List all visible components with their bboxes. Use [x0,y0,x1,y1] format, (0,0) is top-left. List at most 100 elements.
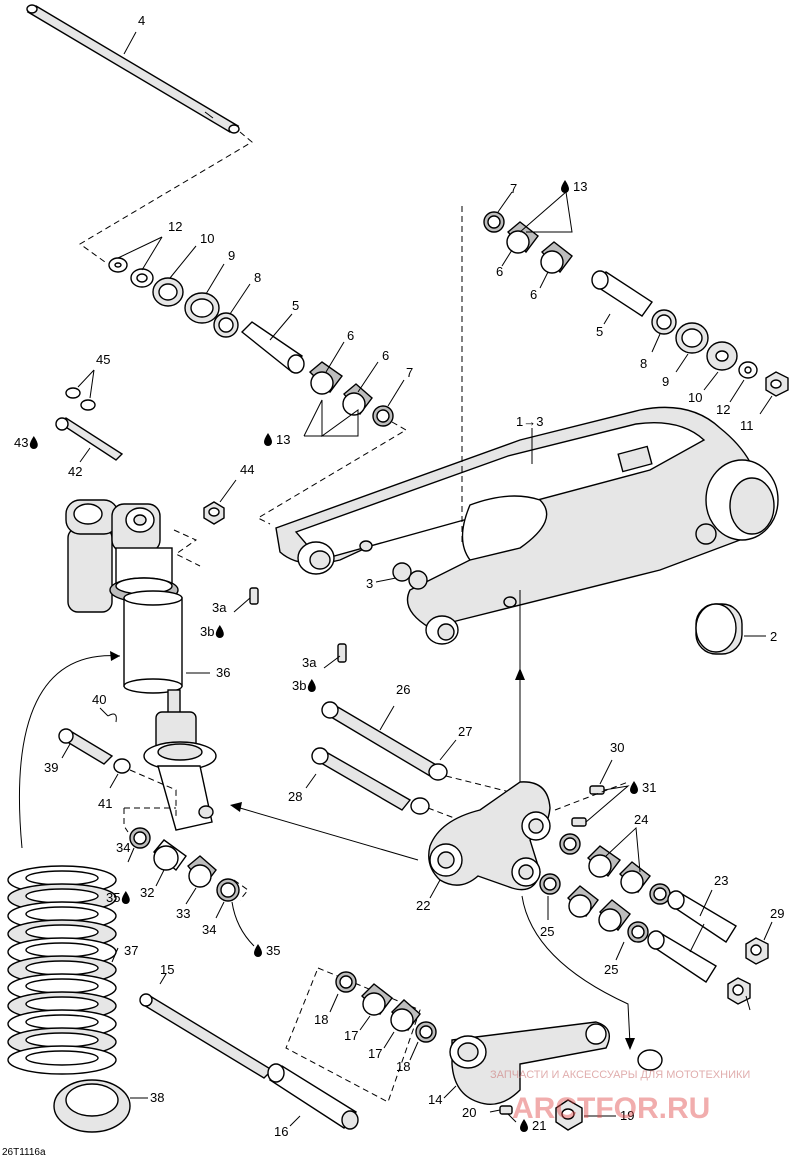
grease-drop-icon [264,433,272,446]
callout-35a: 35 [106,890,120,905]
fitting-30b [571,817,587,827]
callout-3a1: 3a [212,600,227,615]
callout-40: 40 [92,692,106,707]
callout-6d: 6 [530,287,537,302]
cap-2 [695,603,743,655]
callout-44: 44 [240,462,254,477]
callout-5a: 5 [292,298,299,313]
bolt-39 [58,728,114,765]
callout-26: 26 [396,682,410,697]
callout-17a: 17 [344,1028,358,1043]
callout-25b: 25 [604,962,618,977]
spring-coil-inner [25,888,99,904]
callout-8b: 8 [640,356,647,371]
callout-22: 22 [416,898,430,913]
callout-5b: 5 [596,324,603,339]
ring-45a [65,387,81,399]
callout-18b: 18 [396,1059,410,1074]
callout-34b: 34 [202,922,216,937]
callout-20: 20 [462,1105,476,1120]
grease-drop-icon [254,944,262,957]
callout-10a: 10 [200,231,214,246]
washer-41 [113,758,131,774]
callout-25a: 25 [540,924,554,939]
spring-coil-inner [25,870,99,886]
callout-19: 19 [620,1108,634,1123]
callout-14: 14 [428,1092,442,1107]
callout-11: 11 [740,418,754,433]
callout-3b2: 3b [292,678,306,693]
callout-6a: 6 [347,328,354,343]
spring-seat-38 [53,1079,131,1133]
callout-28: 28 [288,789,302,804]
spring-coil-inner [25,906,99,922]
callout-3b1: 3b [200,624,214,639]
callout-6b: 6 [382,348,389,363]
fitting-3a-upper [249,587,259,605]
shock-lower-stack [129,827,240,902]
grease-drop-icon [215,625,224,638]
rocker-right-stack [539,833,769,1005]
pin-42 [55,417,124,461]
grease-drop-icon [630,781,638,794]
callout-10b: 10 [688,390,702,405]
sleeve-16 [267,1063,359,1130]
grease-drop-icon [561,180,569,193]
ring-45b [80,399,96,411]
callout-30: 30 [610,740,624,755]
callout-12a: 12 [168,219,182,234]
nut-19 [555,1099,583,1131]
fitting-20 [499,1105,513,1115]
spring-coil-inner [25,996,99,1012]
callout-41: 41 [98,796,112,811]
callout-16: 16 [274,1124,288,1139]
watermark: ЗАПЧАСТИ И АКСЕССУАРЫ ДЛЯ МОТОТЕХНИКИ AR… [490,1069,750,1125]
spring-37 [7,865,117,1075]
cotter-pin-40 [107,713,117,723]
callout-29: 29 [770,906,784,921]
callout-27: 27 [458,724,472,739]
bushing-3 [392,562,428,590]
spring-coil-inner [25,1014,99,1030]
fitting-30a [589,785,605,795]
pivot-stack-17-18 [335,971,437,1043]
callout-42: 42 [68,464,82,479]
diagram-code: 26T1116a [2,1147,46,1158]
callout-45: 45 [96,352,110,367]
spring-coil-inner [25,942,99,958]
callout-2: 2 [770,629,777,644]
callout-37: 37 [124,943,138,958]
callout-7a: 7 [406,365,413,380]
spring-coil-inner [25,960,99,976]
washer-27 [428,763,448,781]
callout-15: 15 [160,962,174,977]
right-pivot-stack [483,211,789,397]
shaft-4 [26,4,240,134]
callout-12b: 12 [716,402,730,417]
callout-23: 23 [714,873,728,888]
bolt-26 [321,701,440,777]
left-pivot-stack [108,257,394,427]
callout-32: 32 [140,885,154,900]
callout-8a: 8 [254,270,261,285]
callout-13b: 13 [573,179,587,194]
bolt-28 [311,747,412,811]
grease-drop-icon [307,679,316,692]
watermark-subtitle: ЗАПЧАСТИ И АКСЕССУАРЫ ДЛЯ МОТОТЕХНИКИ [490,1069,750,1081]
callout-1: 1→3 [516,414,543,429]
callout-9a: 9 [228,248,235,263]
callout-7b: 7 [510,181,517,196]
callout-39: 39 [44,760,58,775]
fitting-3a-lower [337,643,347,663]
callout-18a: 18 [314,1012,328,1027]
callout-31: 31 [642,780,656,795]
callout-21: 21 [532,1118,546,1133]
callout-3: 3 [366,576,373,591]
callout-6c: 6 [496,264,503,279]
callout-33: 33 [176,906,190,921]
watermark-main: ARCTFOR.RU [512,1092,710,1125]
callout-38: 38 [150,1090,164,1105]
nut-44 [203,501,225,525]
link-14 [449,1021,663,1105]
